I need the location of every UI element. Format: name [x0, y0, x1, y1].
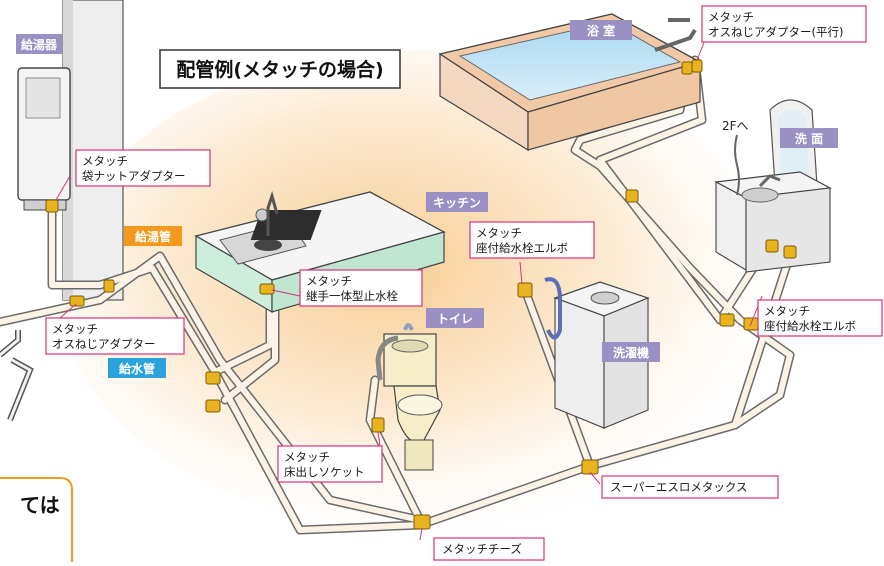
tag-toilet: トイレ	[426, 308, 484, 328]
toilet-supply-hose	[375, 335, 399, 381]
svg-text:給湯管: 給湯管	[135, 229, 171, 244]
cut-off-note: ては	[0, 477, 73, 562]
svg-text:洗 面: 洗 面	[795, 131, 823, 146]
washing-machine	[553, 281, 650, 429]
svg-text:ては: ては	[20, 493, 60, 517]
svg-text:メタッチ: メタッチ	[82, 154, 128, 168]
tag-washbasin: 洗 面	[780, 128, 838, 148]
tag-hot-pipe: 給湯管	[124, 226, 182, 246]
washer-hose	[544, 277, 562, 340]
svg-text:メタッチ: メタッチ	[306, 274, 352, 288]
svg-text:オスねじアダプター(平行): オスねじアダプター(平行)	[708, 25, 843, 39]
svg-text:メタッチ: メタッチ	[284, 450, 330, 464]
title-box: 配管例(メタッチの場合)	[159, 49, 401, 89]
tag-washing-machine: 洗濯機	[602, 342, 660, 362]
svg-text:給湯器: 給湯器	[21, 37, 58, 52]
callout-tee: メタッチチーズ	[433, 537, 545, 561]
water-heater	[17, 67, 71, 211]
callout-elbow-basin: メタッチ 座付給水栓エルボ	[757, 299, 883, 337]
tag-bath: 浴 室	[570, 20, 632, 40]
svg-text:袋ナットアダプター: 袋ナットアダプター	[82, 169, 186, 183]
svg-text:オスねじアダプター: オスねじアダプター	[52, 337, 156, 351]
tag-water-heater: 給湯器	[16, 34, 62, 54]
svg-text:キッチン: キッチン	[433, 196, 481, 210]
upstairs-pipe	[734, 134, 740, 196]
callout-stop-valve: メタッチ 継手一体型止水栓	[299, 269, 423, 307]
page-title: 配管例(メタッチの場合)	[176, 58, 383, 81]
tag-kitchen: キッチン	[426, 192, 488, 212]
svg-text:継手一体型止水栓: 継手一体型止水栓	[306, 289, 398, 303]
svg-text:座付給水栓エルボ: 座付給水栓エルボ	[476, 241, 568, 255]
svg-text:メタッチ: メタッチ	[52, 322, 98, 336]
toilet	[383, 333, 443, 471]
svg-text:メタッチ: メタッチ	[708, 10, 754, 24]
svg-text:洗濯機: 洗濯機	[613, 345, 649, 360]
bathtub	[438, 13, 702, 152]
svg-text:メタッチ: メタッチ	[764, 304, 810, 318]
svg-text:床出しソケット: 床出しソケット	[284, 465, 365, 479]
fittings	[45, 59, 797, 530]
callout-super-pipe: スーパーエスロメタックス	[601, 475, 779, 499]
svg-text:給水管: 給水管	[119, 361, 155, 376]
callout-floor-socket: メタッチ 床出しソケット	[277, 445, 383, 483]
callout-male-thread-parallel: メタッチ オスねじアダプター(平行)	[701, 5, 867, 43]
svg-text:座付給水栓エルボ: 座付給水栓エルボ	[764, 319, 856, 333]
bath-faucet	[654, 18, 697, 52]
callout-bag-nut: メタッチ 袋ナットアダプター	[75, 149, 211, 187]
tag-cold-pipe: 給水管	[108, 358, 166, 378]
svg-text:メタッチチーズ: メタッチチーズ	[442, 542, 522, 556]
callout-elbow-wash: メタッチ 座付給水栓エルボ	[469, 221, 595, 259]
upstairs-note: 2Fへ	[722, 119, 749, 133]
svg-text:浴 室: 浴 室	[587, 23, 615, 38]
svg-text:トイレ: トイレ	[437, 312, 473, 326]
kitchen-faucet	[266, 190, 279, 236]
svg-text:メタッチ: メタッチ	[476, 226, 522, 240]
svg-text:スーパーエスロメタックス: スーパーエスロメタックス	[610, 480, 748, 494]
callout-male-thread: メタッチ オスねじアダプター	[45, 317, 185, 355]
